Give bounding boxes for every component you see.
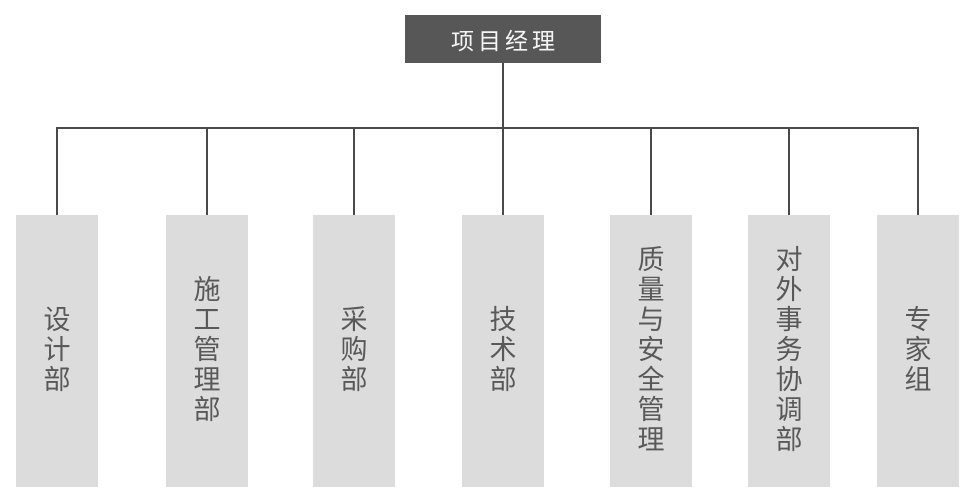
dept-label: 质量与安全管理 bbox=[637, 245, 665, 456]
connector-root-stem bbox=[502, 63, 504, 128]
connector-drop-quality-safety bbox=[650, 127, 652, 216]
connector-drop-procurement bbox=[353, 127, 355, 216]
dept-node-external-affairs: 对外事务协调部 bbox=[748, 215, 830, 487]
dept-node-procurement: 采购部 bbox=[313, 215, 395, 487]
dept-label: 技术部 bbox=[489, 305, 517, 396]
root-node-project-manager: 项目经理 bbox=[405, 15, 601, 63]
dept-node-quality-safety: 质量与安全管理 bbox=[610, 215, 692, 487]
dept-label: 设计部 bbox=[43, 305, 71, 396]
dept-label: 施工管理部 bbox=[193, 275, 221, 426]
connector-horizontal bbox=[56, 127, 919, 129]
dept-node-design: 设计部 bbox=[16, 215, 98, 487]
dept-label: 采购部 bbox=[340, 305, 368, 396]
connector-drop-external-affairs bbox=[788, 127, 790, 216]
dept-node-construction-management: 施工管理部 bbox=[166, 215, 248, 487]
connector-drop-design bbox=[56, 127, 58, 216]
connector-drop-construction-management bbox=[206, 127, 208, 216]
dept-node-technical: 技术部 bbox=[462, 215, 544, 487]
dept-node-expert-group: 专家组 bbox=[877, 215, 959, 487]
dept-label: 对外事务协调部 bbox=[775, 245, 803, 456]
connector-drop-technical bbox=[502, 127, 504, 216]
connector-drop-expert-group bbox=[917, 127, 919, 216]
dept-label: 专家组 bbox=[904, 305, 932, 396]
